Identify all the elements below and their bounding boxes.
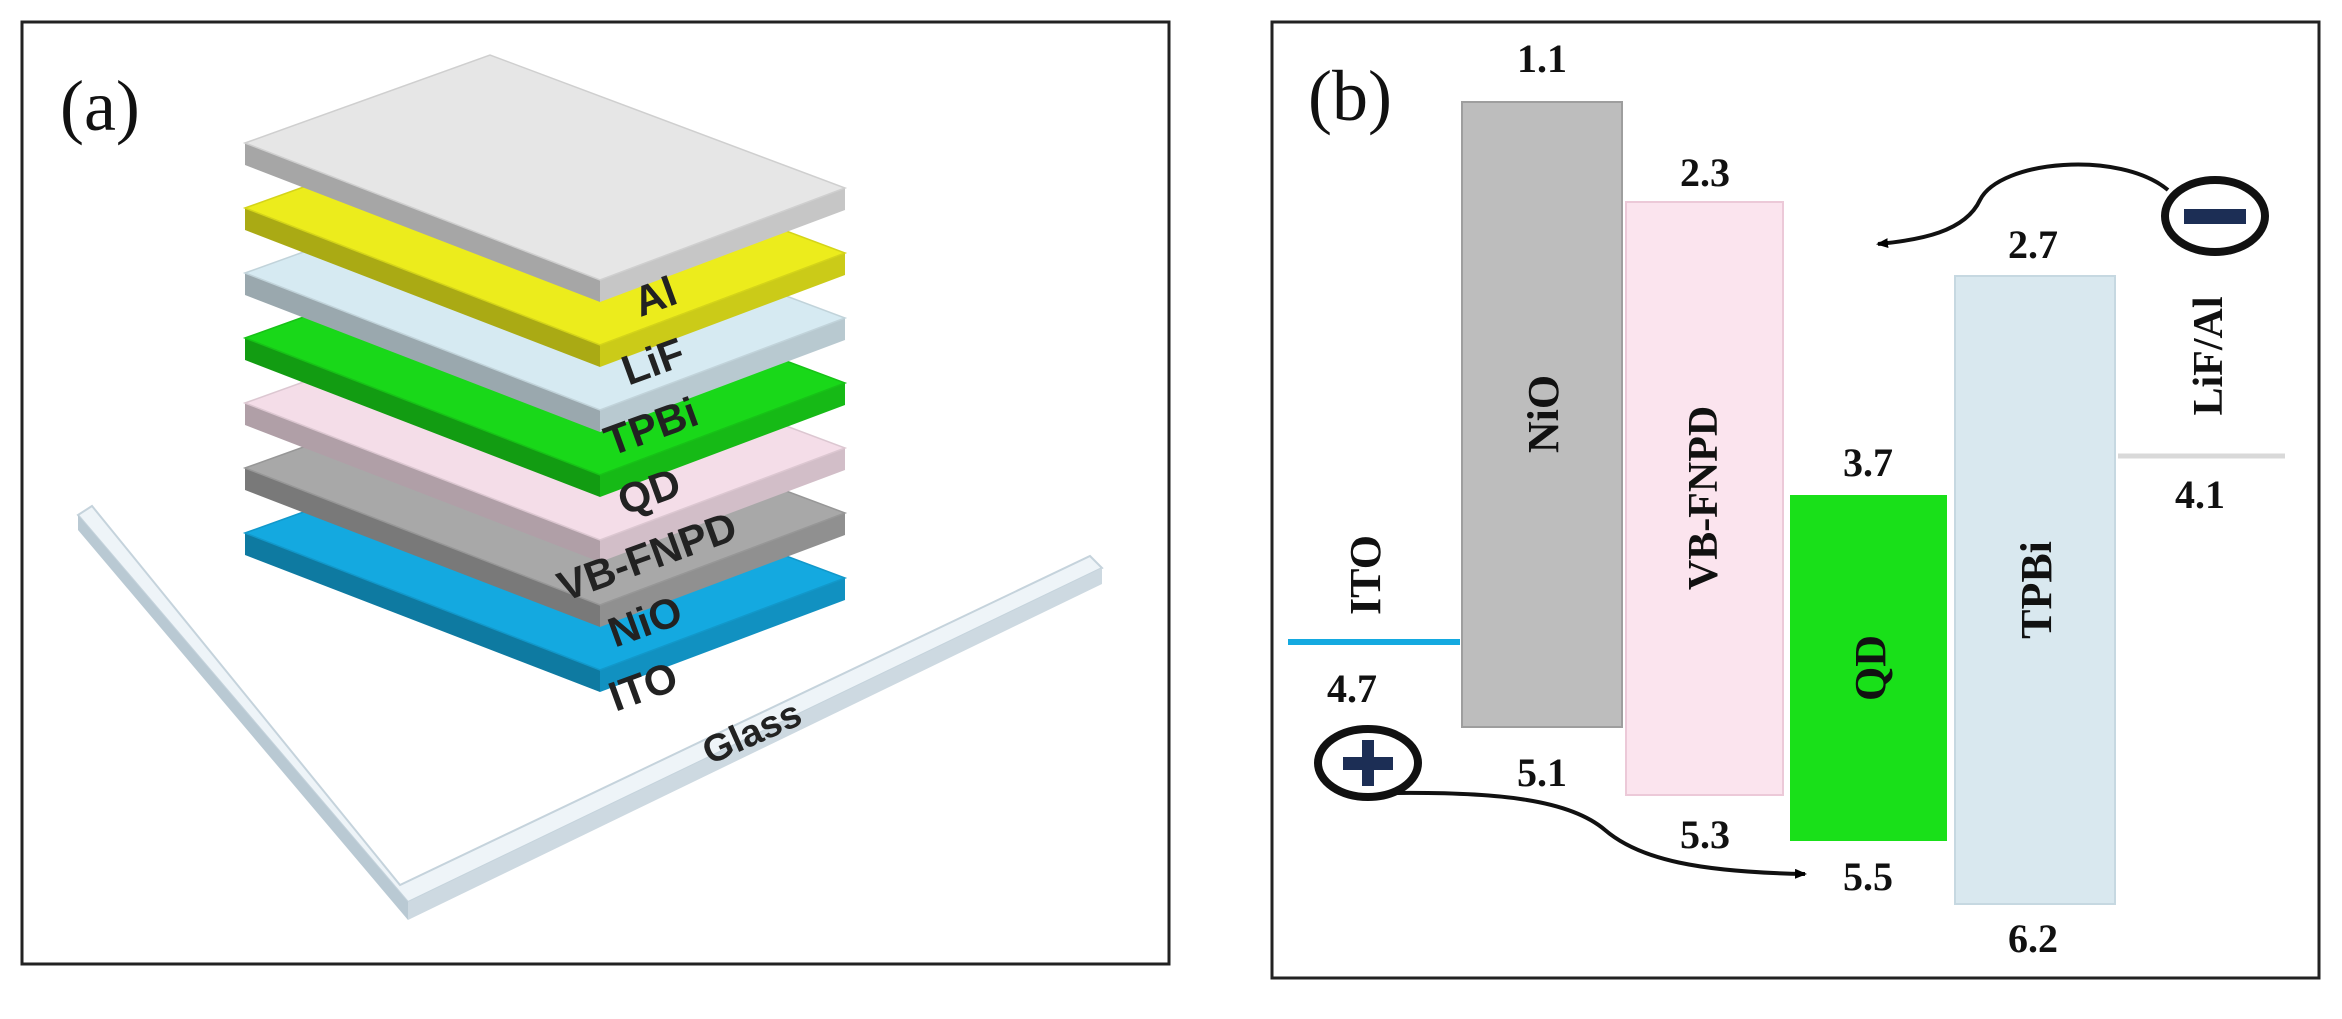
band-vbfnpd-bar bbox=[1625, 201, 1784, 796]
band-qd: QD 3.7 5.5 bbox=[1790, 440, 1947, 899]
layer-tpbi-right-face bbox=[600, 318, 845, 432]
band-tpbi-bar bbox=[1954, 275, 2116, 905]
ito-label: ITO bbox=[1341, 535, 1390, 615]
band-nio: NiO 1.1 5.1 bbox=[1461, 36, 1623, 795]
layer-al-right-face bbox=[600, 188, 845, 302]
panel-b: (b) ITO 4.7 LiF/Al 4.1 NiO 1.1 5.1 VB-FN… bbox=[1270, 20, 2321, 980]
band-qd-top: 3.7 bbox=[1843, 440, 1893, 485]
layer-ito-right-face bbox=[600, 578, 845, 692]
electron-symbol bbox=[2161, 176, 2269, 256]
band-vbfnpd-label: VB-FNPD bbox=[1681, 406, 1727, 590]
band-vbfnpd-top: 2.3 bbox=[1680, 150, 1730, 195]
band-tpbi: TPBi 2.7 6.2 bbox=[1954, 222, 2116, 961]
band-nio-top: 1.1 bbox=[1517, 36, 1567, 81]
panel-a-label: (a) bbox=[60, 66, 140, 146]
layer-lif-left-face bbox=[245, 208, 600, 367]
glass-front bbox=[78, 515, 408, 920]
layer-qd-left-face bbox=[245, 338, 600, 497]
band-vbfnpd: VB-FNPD 2.3 5.3 bbox=[1625, 150, 1784, 857]
lifal-level-value: 4.1 bbox=[2175, 472, 2225, 517]
band-tpbi-top: 2.7 bbox=[2008, 222, 2058, 267]
band-qd-label: QD bbox=[1846, 635, 1895, 701]
band-nio-bar bbox=[1461, 101, 1623, 728]
layer-al-top-face bbox=[242, 54, 848, 281]
band-nio-bottom: 5.1 bbox=[1517, 750, 1567, 795]
layer-ito-left-face bbox=[245, 533, 600, 692]
hole-arrow bbox=[1394, 790, 1807, 879]
lifal-label: LiF/Al bbox=[2186, 296, 2232, 415]
layer-tpbi-left-face bbox=[245, 273, 600, 432]
ito-level-value: 4.7 bbox=[1327, 666, 1377, 711]
band-tpbi-bottom: 6.2 bbox=[2008, 916, 2058, 961]
hole-plus-v-icon bbox=[1362, 740, 1374, 786]
layer-nio-left-face bbox=[245, 468, 600, 627]
band-qd-bottom: 5.5 bbox=[1843, 854, 1893, 899]
layer-lif-right-face bbox=[600, 253, 845, 367]
layer-nio-right-face bbox=[600, 513, 845, 627]
layer-al-left-face bbox=[245, 143, 600, 302]
layer-vb-fnpd-right-face bbox=[600, 448, 845, 562]
band-qd-bar bbox=[1790, 495, 1947, 841]
hole-symbol bbox=[1314, 725, 1422, 801]
layer-qd-right-face bbox=[600, 383, 845, 497]
electron-minus-icon bbox=[2184, 209, 2246, 224]
glass-substrate bbox=[76, 504, 1104, 920]
layer-al bbox=[242, 54, 848, 302]
layer-vb-fnpd-left-face bbox=[245, 403, 600, 562]
electron-arrow bbox=[1876, 162, 2170, 249]
panel-b-label: (b) bbox=[1308, 56, 1392, 136]
band-vbfnpd-bottom: 5.3 bbox=[1680, 812, 1730, 857]
band-nio-label: NiO bbox=[1519, 375, 1568, 453]
glass-side bbox=[408, 568, 1102, 920]
band-tpbi-label: TPBi bbox=[2012, 541, 2061, 639]
